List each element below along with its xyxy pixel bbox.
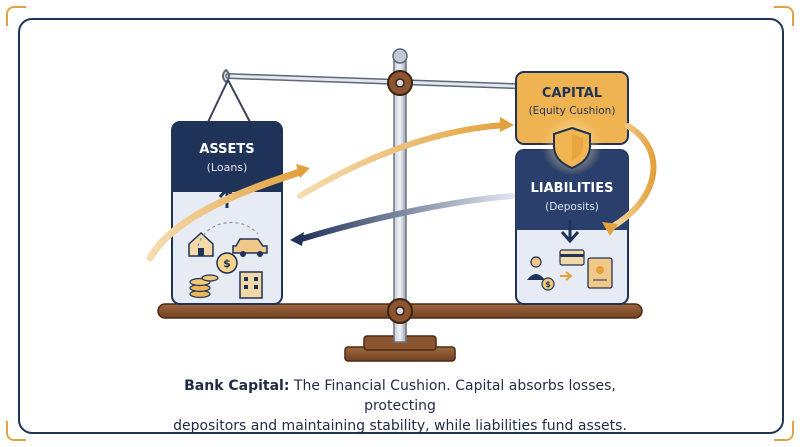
svg-text:$: $: [545, 280, 551, 289]
caption-line-1: Bank Capital: The Financial Cushion. Cap…: [150, 376, 650, 416]
passbook-icon: [587, 257, 613, 289]
capital-inflow-arrow: [297, 122, 508, 199]
credit-card-icon: [559, 249, 585, 266]
liabilities-funding-arrow: [295, 193, 515, 243]
pole-cap: [392, 48, 408, 64]
caption-line-2: depositors and maintaining stability, wh…: [173, 418, 627, 434]
capital-cushion-arrowhead: [602, 222, 618, 236]
assets-panel: ASSETS (Loans) $: [171, 121, 283, 305]
transfer-arrow-icon: [560, 271, 573, 281]
assets-growth-arrow: [146, 168, 304, 262]
capital-inflow-arrowhead: [500, 117, 514, 132]
caption-line1-text: The Financial Cushion. Capital absorbs l…: [293, 378, 616, 414]
assets-growth-arrowhead: [296, 164, 310, 178]
capital-cushion-arrow: [607, 123, 657, 231]
pivot-bottom: [387, 298, 413, 324]
depositor-icon: $: [527, 256, 555, 291]
corner-accent-top-right: [774, 6, 794, 26]
assets-hanger: [207, 79, 251, 123]
capital-title: CAPITAL: [542, 86, 602, 101]
caption-lead: Bank Capital:: [184, 378, 290, 394]
assets-title: ASSETS: [199, 142, 254, 157]
svg-text:$: $: [223, 257, 231, 270]
liabilities-panel: LIABILITIES (Deposits) $: [515, 149, 629, 305]
liabilities-title: LIABILITIES: [531, 181, 614, 196]
liabilities-funding-arrowhead: [290, 232, 304, 246]
caption: Bank Capital: The Financial Cushion. Cap…: [150, 376, 650, 436]
capital-subtitle: (Equity Cushion): [529, 105, 616, 117]
house-icon: [188, 231, 214, 257]
car-icon: [232, 238, 268, 257]
assets-subtitle: (Loans): [207, 161, 248, 174]
corner-accent-top-left: [6, 6, 26, 26]
pivot-top: [387, 70, 413, 96]
corner-accent-bottom-right: [774, 421, 794, 441]
shield-icon: [542, 116, 602, 176]
coin-stack-icon: [189, 274, 219, 299]
building-icon: [239, 271, 263, 299]
corner-accent-bottom-left: [6, 421, 26, 441]
liabilities-subtitle: (Deposits): [545, 201, 599, 213]
dollar-coin-icon: $: [216, 252, 238, 274]
down-arrow-icon: [560, 220, 580, 244]
